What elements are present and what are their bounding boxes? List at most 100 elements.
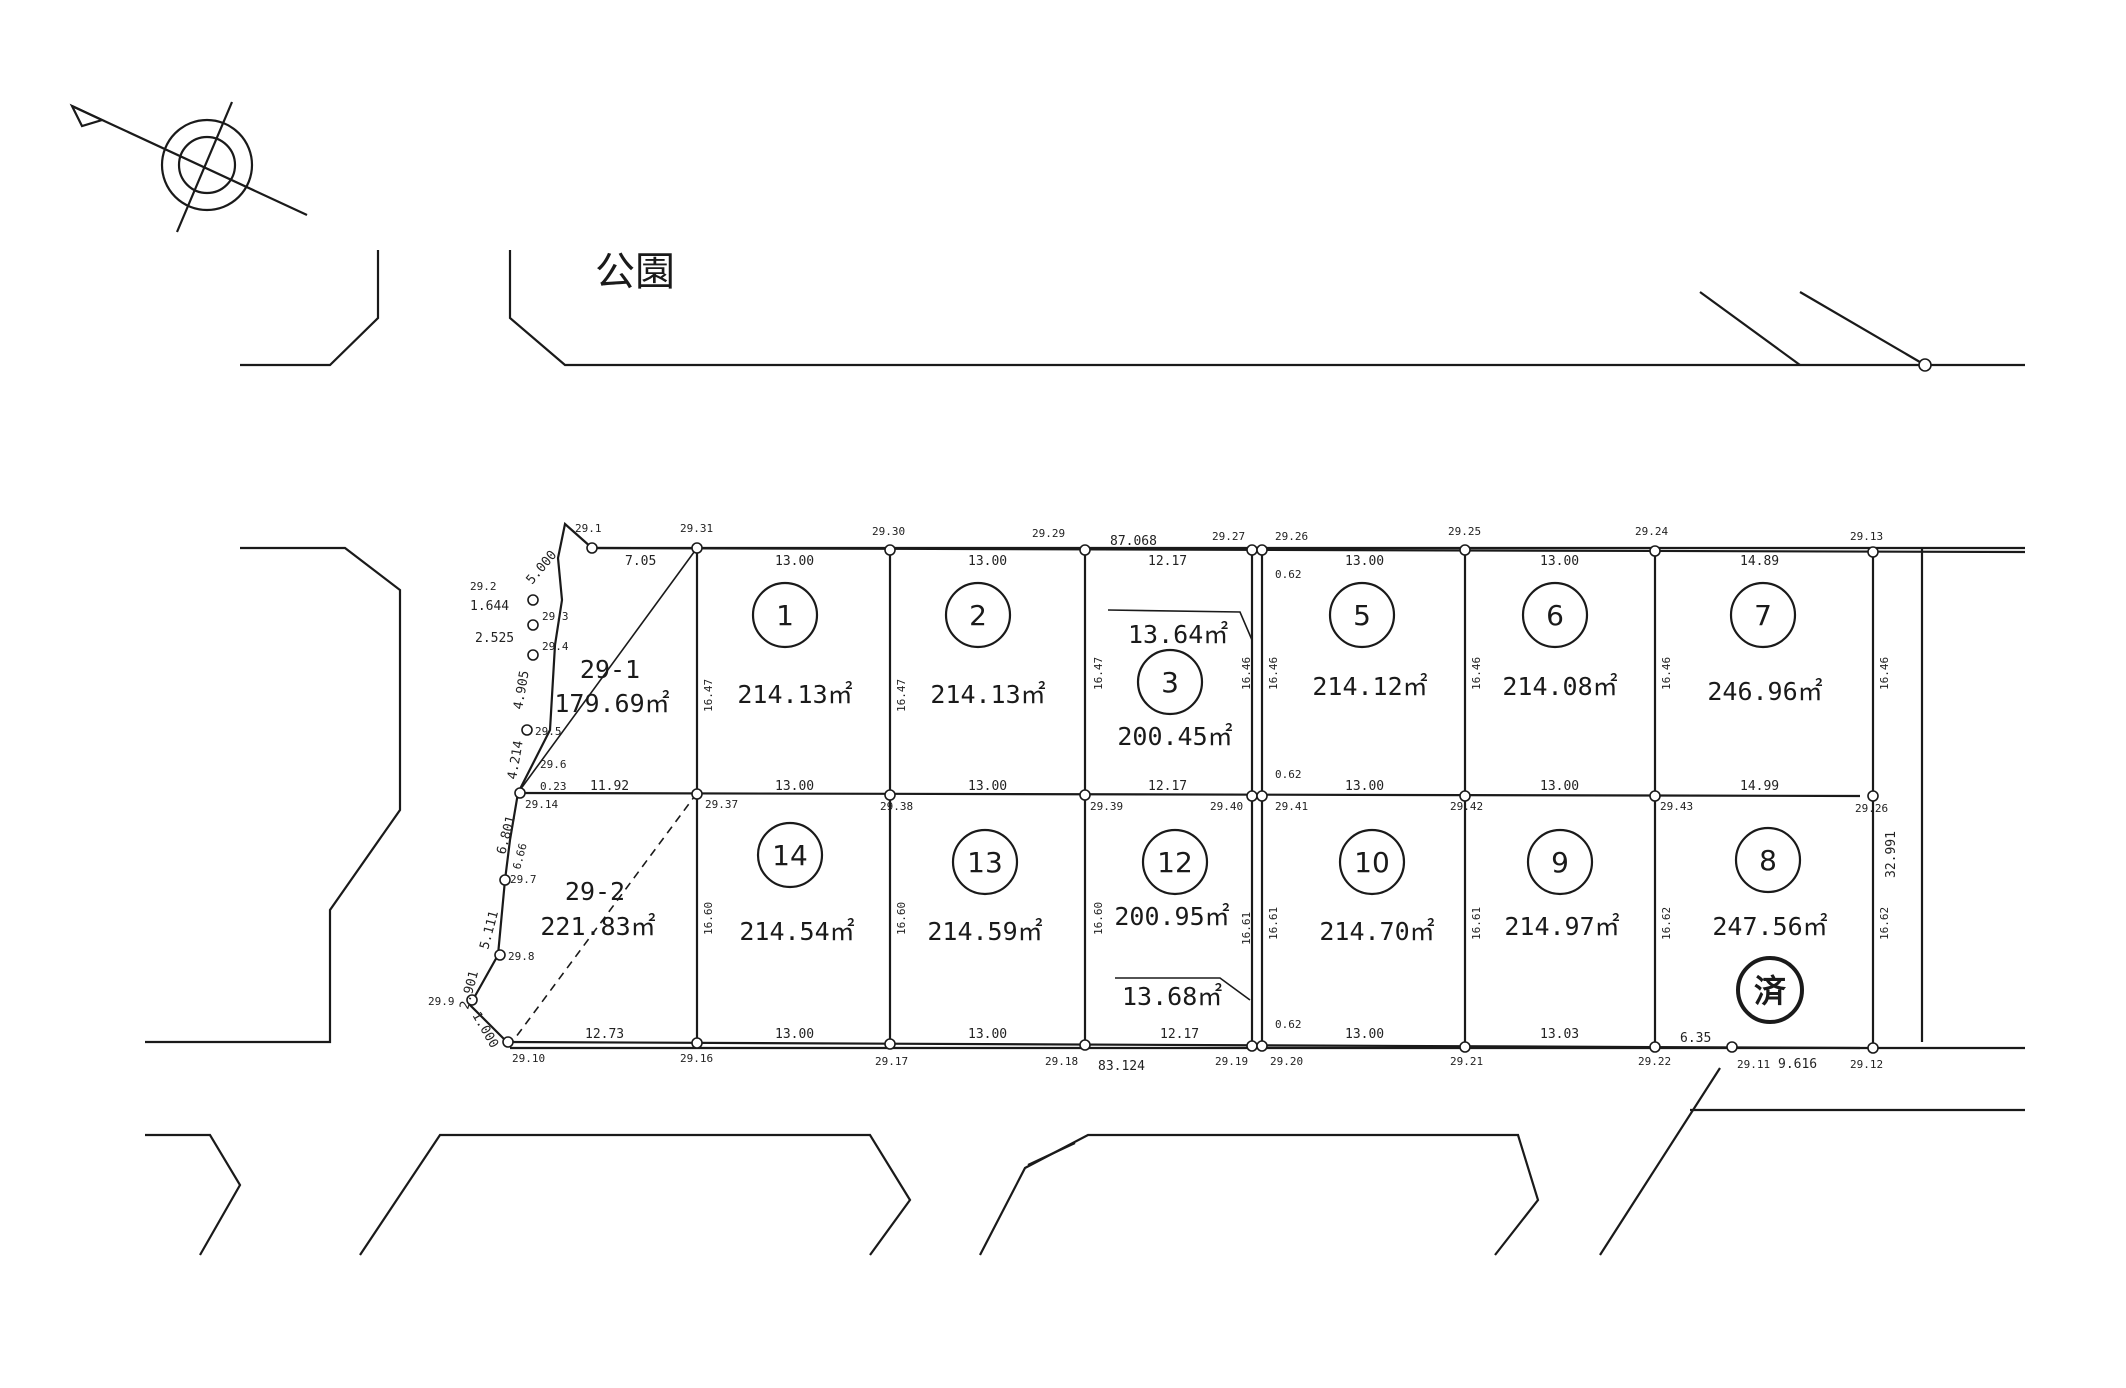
svg-text:0.62: 0.62 bbox=[1275, 568, 1302, 581]
svg-text:13.00: 13.00 bbox=[775, 554, 814, 569]
svg-text:16.46: 16.46 bbox=[1470, 657, 1483, 690]
svg-text:29.39: 29.39 bbox=[1090, 800, 1123, 813]
lot-8[interactable]: 8 247.56㎡ 済 bbox=[1712, 826, 1828, 1024]
lot-number: 8 bbox=[1759, 844, 1777, 877]
svg-text:29.40: 29.40 bbox=[1210, 800, 1243, 813]
svg-text:29.14: 29.14 bbox=[525, 798, 558, 811]
svg-text:29.24: 29.24 bbox=[1635, 525, 1668, 538]
depth-dims-upper: 16.47 16.47 16.47 16.46 16.46 16.46 16.4… bbox=[702, 657, 1891, 712]
svg-text:13.00: 13.00 bbox=[775, 1027, 814, 1042]
bottom-frontage-dims: 12.73 13.00 13.00 12.17 13.00 13.03 bbox=[585, 1027, 1579, 1042]
svg-text:29.38: 29.38 bbox=[880, 800, 913, 813]
svg-text:13.00: 13.00 bbox=[775, 779, 814, 794]
total-top-dimension: 87.068 bbox=[1110, 534, 1157, 549]
lot-number: 3 bbox=[1161, 666, 1179, 699]
svg-text:16.47: 16.47 bbox=[895, 679, 908, 712]
svg-text:13.00: 13.00 bbox=[968, 554, 1007, 569]
svg-text:13.00: 13.00 bbox=[1345, 554, 1384, 569]
lot-area: 200.95㎡ bbox=[1114, 902, 1229, 931]
road-lines bbox=[145, 250, 2025, 1256]
svg-text:12.73: 12.73 bbox=[585, 1027, 624, 1042]
svg-text:29.26: 29.26 bbox=[1275, 530, 1308, 543]
svg-text:14.89: 14.89 bbox=[1740, 554, 1779, 569]
survey-points bbox=[466, 542, 1879, 1054]
lot-number: 2 bbox=[969, 599, 987, 632]
lot-area: 214.08㎡ bbox=[1502, 672, 1617, 701]
lot-2[interactable]: 2 214.13㎡ bbox=[930, 581, 1046, 709]
svg-text:12.17: 12.17 bbox=[1160, 1027, 1199, 1042]
svg-text:13.00: 13.00 bbox=[968, 779, 1007, 794]
svg-text:29.11: 29.11 bbox=[1737, 1058, 1770, 1071]
lot-5[interactable]: 5 214.12㎡ bbox=[1312, 581, 1428, 701]
svg-text:29.27: 29.27 bbox=[1212, 530, 1245, 543]
lot-area: 179.69㎡ bbox=[554, 689, 669, 718]
svg-text:1.644: 1.644 bbox=[470, 599, 509, 614]
svg-text:12.17: 12.17 bbox=[1148, 779, 1187, 794]
lot-1[interactable]: 1 214.13㎡ bbox=[737, 581, 853, 709]
segment-lot-8: 6.35 bbox=[1680, 1031, 1711, 1046]
svg-text:29.42: 29.42 bbox=[1450, 800, 1483, 813]
svg-text:5.000: 5.000 bbox=[524, 548, 561, 588]
svg-text:29.26: 29.26 bbox=[1855, 802, 1888, 815]
svg-text:2.525: 2.525 bbox=[475, 631, 514, 646]
frontage-lot-8: 9.616 bbox=[1778, 1057, 1817, 1072]
svg-text:29.4: 29.4 bbox=[542, 640, 569, 653]
lot-12[interactable]: 12 200.95㎡ bbox=[1114, 828, 1230, 931]
depth-dims-lower: 16.60 16.60 16.60 16.61 16.61 16.61 16.6… bbox=[702, 902, 1891, 945]
sold-stamp-icon bbox=[1736, 956, 1804, 1024]
svg-text:29.7: 29.7 bbox=[510, 873, 537, 886]
lot-3[interactable]: 3 200.45㎡ bbox=[1117, 648, 1233, 751]
lot-29-1[interactable]: 29-1 179.69㎡ bbox=[554, 655, 669, 718]
lot-7[interactable]: 7 246.96㎡ bbox=[1707, 581, 1823, 706]
svg-text:13.00: 13.00 bbox=[968, 1027, 1007, 1042]
svg-text:0.23: 0.23 bbox=[540, 780, 567, 793]
svg-text:29.10: 29.10 bbox=[512, 1052, 545, 1065]
svg-text:16.46: 16.46 bbox=[1267, 657, 1280, 690]
svg-text:29.29: 29.29 bbox=[1032, 527, 1065, 540]
svg-text:29.12: 29.12 bbox=[1850, 1058, 1883, 1071]
mid-frontage-dims: 11.92 13.00 13.00 12.17 13.00 13.00 14.9… bbox=[590, 779, 1779, 794]
svg-text:29.13: 29.13 bbox=[1850, 530, 1883, 543]
lot-area: 214.54㎡ bbox=[739, 917, 854, 946]
svg-text:13.00: 13.00 bbox=[1345, 1027, 1384, 1042]
svg-text:11.92: 11.92 bbox=[590, 779, 629, 794]
strip-area-upper: 13.64㎡ bbox=[1128, 620, 1228, 649]
lot-area: 246.96㎡ bbox=[1707, 677, 1822, 706]
lot-number: 1 bbox=[776, 599, 794, 632]
lot-number: 12 bbox=[1157, 846, 1193, 879]
lot-10[interactable]: 10 214.70㎡ bbox=[1319, 828, 1435, 946]
lot-number: 5 bbox=[1353, 599, 1371, 632]
strip-area-lower: 13.68㎡ bbox=[1122, 982, 1222, 1011]
svg-text:29.3: 29.3 bbox=[542, 610, 569, 623]
svg-text:16.47: 16.47 bbox=[1092, 657, 1105, 690]
east-side-dimension: 32.991 bbox=[1884, 831, 1899, 878]
svg-text:7.05: 7.05 bbox=[625, 554, 656, 569]
svg-text:29.22: 29.22 bbox=[1638, 1055, 1671, 1068]
svg-text:29.17: 29.17 bbox=[875, 1055, 908, 1068]
north-arrow-icon bbox=[69, 101, 308, 233]
svg-text:13.03: 13.03 bbox=[1540, 1027, 1579, 1042]
svg-text:16.47: 16.47 bbox=[702, 679, 715, 712]
lot-6[interactable]: 6 214.08㎡ bbox=[1502, 581, 1618, 701]
svg-text:29.18: 29.18 bbox=[1045, 1055, 1078, 1068]
svg-text:29.43: 29.43 bbox=[1660, 800, 1693, 813]
point-labels: 29.1 29.31 29.30 29.29 29.27 29.26 29.25… bbox=[428, 522, 1888, 1071]
svg-text:29.31: 29.31 bbox=[680, 522, 713, 535]
lot-number: 9 bbox=[1551, 846, 1569, 879]
lot-13[interactable]: 13 214.59㎡ bbox=[927, 828, 1043, 946]
svg-text:29.5: 29.5 bbox=[535, 725, 562, 738]
lot-area: 221.83㎡ bbox=[540, 912, 655, 941]
svg-text:13.00: 13.00 bbox=[1345, 779, 1384, 794]
sold-mark: 済 bbox=[1754, 972, 1787, 1010]
svg-text:29.30: 29.30 bbox=[872, 525, 905, 538]
svg-text:16.61: 16.61 bbox=[1240, 912, 1253, 945]
lot-9[interactable]: 9 214.97㎡ bbox=[1504, 828, 1620, 941]
lot-29-2[interactable]: 29-2 221.83㎡ bbox=[540, 877, 655, 941]
svg-text:16.46: 16.46 bbox=[1240, 657, 1253, 690]
svg-text:0.62: 0.62 bbox=[1275, 768, 1302, 781]
svg-text:14.99: 14.99 bbox=[1740, 779, 1779, 794]
svg-text:29.41: 29.41 bbox=[1275, 800, 1308, 813]
lot-14[interactable]: 14 214.54㎡ bbox=[739, 821, 855, 946]
lot-area: 200.45㎡ bbox=[1117, 722, 1232, 751]
svg-text:29.19: 29.19 bbox=[1215, 1055, 1248, 1068]
